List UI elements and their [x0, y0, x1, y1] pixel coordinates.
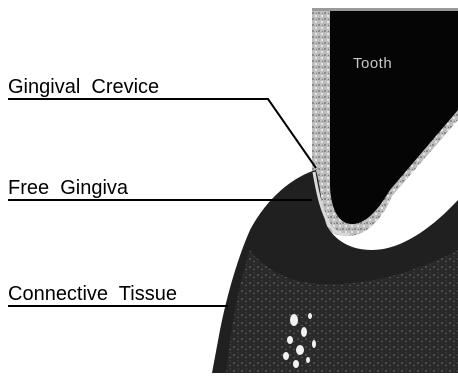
connective-tissue-label: Connective Tissue: [8, 284, 177, 304]
free-gingiva-label: Free Gingiva: [8, 178, 128, 198]
crevice-leader-line: [8, 99, 316, 168]
tooth-top-edge: [312, 8, 458, 11]
gingival-crevice-label: Gingival Crevice: [8, 77, 159, 97]
tooth-label: Tooth: [353, 56, 392, 71]
